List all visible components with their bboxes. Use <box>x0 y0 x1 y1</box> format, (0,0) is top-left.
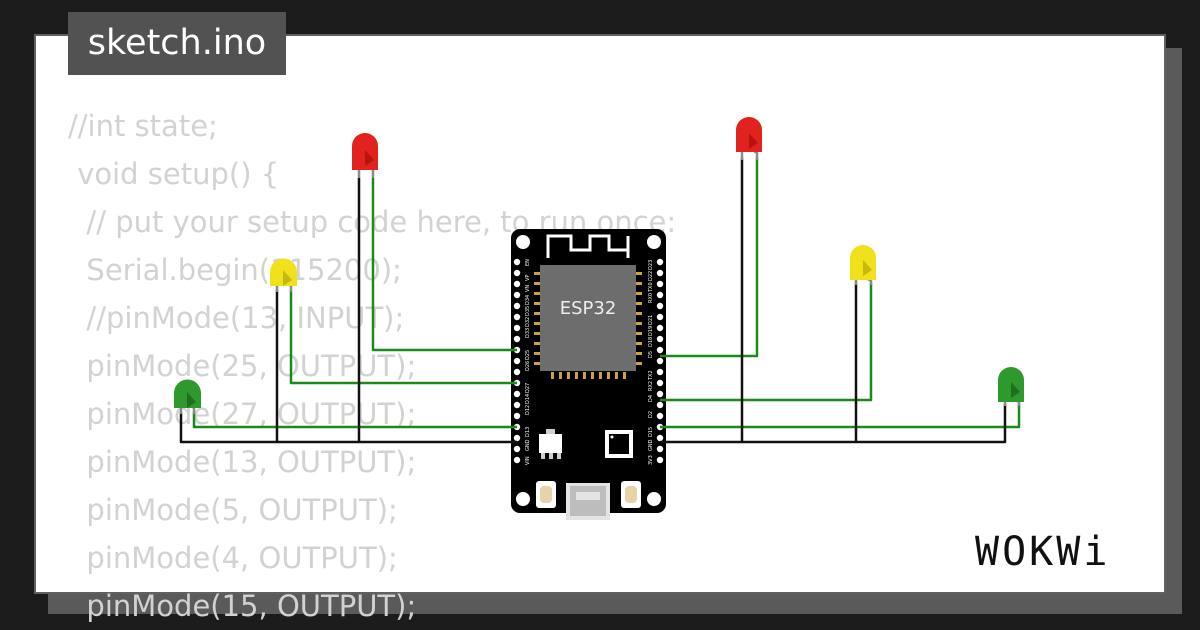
pin-label: D34 <box>525 295 531 305</box>
led-die <box>749 133 758 149</box>
led-yellow-left <box>270 258 297 292</box>
pin-label: D23 <box>648 260 654 270</box>
pin-label: D35 <box>525 306 531 316</box>
module-pads <box>534 272 642 379</box>
pin-label: VP <box>525 275 531 281</box>
right-pin-header <box>656 258 664 464</box>
led-green-right <box>998 367 1024 406</box>
led-die <box>1011 382 1020 398</box>
led-die <box>365 150 374 166</box>
pin-label: EN <box>525 259 531 266</box>
micro-usb-port <box>566 483 610 520</box>
pin-label: VN <box>525 285 531 292</box>
wires <box>179 158 1021 444</box>
pin-label: D12 <box>525 405 531 415</box>
pin-label: D14 <box>525 394 531 404</box>
led-die <box>283 270 292 286</box>
pin-label: D22 <box>648 271 654 281</box>
code-line: pinMode(15, OUTPUT); <box>68 589 417 623</box>
pin-label: D32 <box>525 317 531 327</box>
pin-label: D2 <box>648 411 654 418</box>
left-pin-labels: EN VP VN D34 D35 D32 D33 D25 D26 D27 D14… <box>525 259 531 465</box>
code-line: pinMode(25, OUTPUT); <box>68 349 417 383</box>
code-line: pinMode(27, OUTPUT); <box>68 397 417 431</box>
pin-label: GND <box>525 439 531 451</box>
pin-label: D5 <box>648 351 654 358</box>
mount-hole <box>516 235 530 249</box>
en-button <box>621 481 641 508</box>
code-line: void setup() { <box>68 157 280 191</box>
mount-hole <box>516 492 530 506</box>
pin-label: D21 <box>648 315 654 325</box>
code-line: // put your setup code here, to run once… <box>68 205 677 239</box>
signal-wire-d27 <box>289 290 517 385</box>
pin-label: D33 <box>525 328 531 338</box>
led-die <box>863 260 872 276</box>
right-pin-labels: D23 D22 TX0 RX0 D21 D19 D18 D5 TX2 RX2 D… <box>648 260 654 465</box>
led-red-right <box>736 117 762 160</box>
file-tab: sketch.ino <box>68 12 286 75</box>
chip-label: ESP32 <box>560 298 617 319</box>
voltage-regulator <box>539 429 562 459</box>
led-red-left <box>352 133 378 178</box>
signal-wire-d15 <box>660 404 1021 429</box>
led-green-left <box>174 379 201 414</box>
pin-label: RX0 <box>648 293 654 303</box>
ground-wire <box>179 412 517 444</box>
signal-wire-d25 <box>371 178 517 352</box>
pin-label: 3V3 <box>648 455 654 465</box>
code-line: Serial.begin(115200); <box>68 253 402 287</box>
esp32-board: ESP32 <box>511 229 666 520</box>
pin-label: TX2 <box>648 370 654 381</box>
mount-hole <box>647 492 661 506</box>
pin-label: GND <box>648 439 654 451</box>
boot-button <box>536 481 556 508</box>
ground-wire <box>660 404 1007 444</box>
mount-hole <box>647 235 661 249</box>
signal-wire-d4 <box>660 283 873 402</box>
antenna-trace <box>546 234 630 258</box>
led-die <box>187 392 196 408</box>
pin-label: D18 <box>648 337 654 347</box>
led-yellow-right <box>850 245 876 285</box>
code-line: pinMode(5, OUTPUT); <box>68 493 398 527</box>
code-line: pinMode(4, OUTPUT); <box>68 541 398 575</box>
code-line: //pinMode(13, INPUT); <box>68 301 405 335</box>
pin-label: VIN <box>525 456 531 465</box>
pin-label: D27 <box>525 383 531 393</box>
signal-wire-d13 <box>192 412 517 429</box>
pin-label: RX2 <box>648 381 654 391</box>
code-line: //int state; <box>68 109 218 143</box>
pin-label: TX0 <box>648 282 654 293</box>
pin-label: D26 <box>525 361 531 371</box>
code-line: pinMode(13, OUTPUT); <box>68 445 417 479</box>
wokwi-logo: WOKWi <box>975 529 1111 575</box>
pin-label: D25 <box>525 350 531 360</box>
pin-label: D4 <box>648 395 654 402</box>
signal-wire-d5 <box>660 158 759 358</box>
usb-serial-chip <box>605 430 633 458</box>
pin-label: D19 <box>648 326 654 336</box>
pin-label: D13 <box>525 427 531 437</box>
pin-label: D15 <box>648 427 654 437</box>
wroom-shield <box>540 265 636 371</box>
